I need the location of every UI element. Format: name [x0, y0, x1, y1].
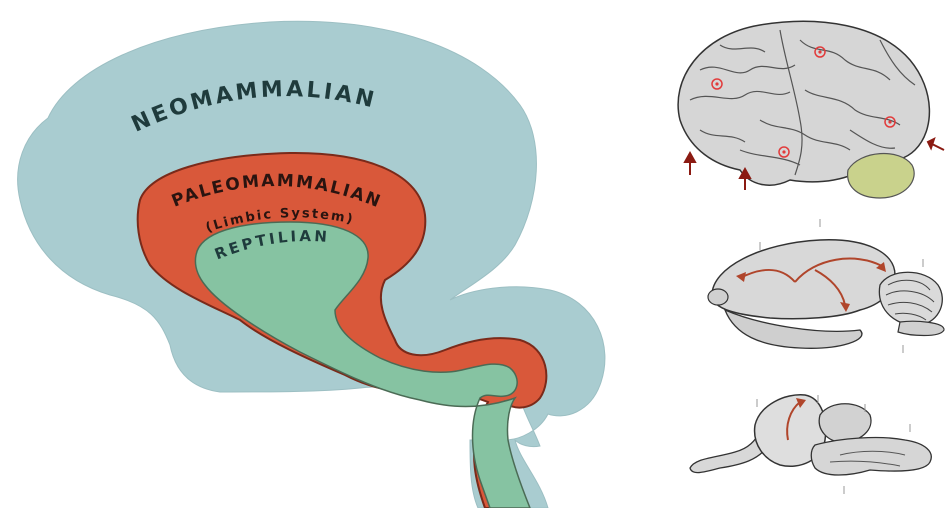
- human-cerebellum: [848, 154, 915, 198]
- rodent-cerebrum: [712, 240, 895, 319]
- rodent-olfactory-bulb: [708, 289, 728, 305]
- triune-brain-diagram: NEOMAMMALIAN PALEOMAMMALIAN (Limbic Syst…: [18, 21, 605, 508]
- human-brain-illustration: [678, 21, 944, 198]
- rodent-brain-illustration: [708, 219, 944, 353]
- rodent-cerebellum: [879, 272, 944, 335]
- reptile-hindbrain: [811, 438, 931, 475]
- reptile-brain-illustration: [690, 395, 931, 494]
- reptile-optic-lobe: [819, 404, 871, 442]
